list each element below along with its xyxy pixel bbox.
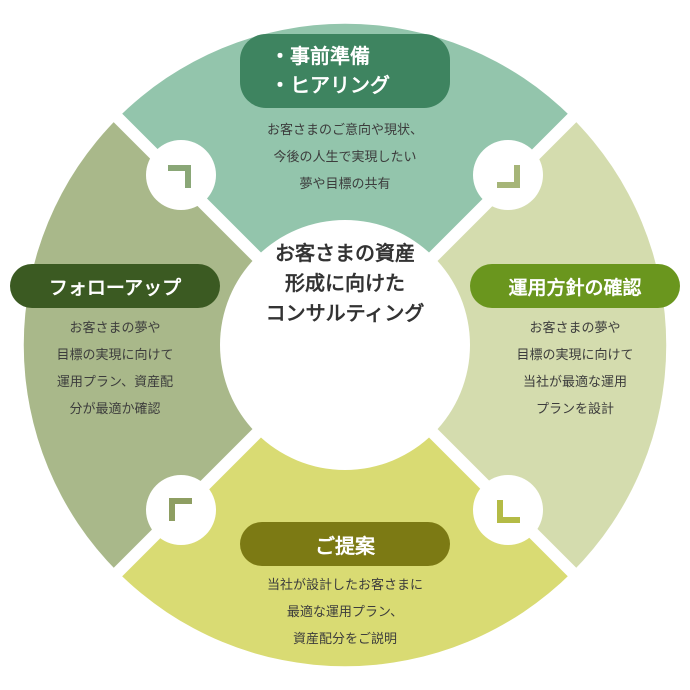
arrow-circle-bottom-right [473, 475, 543, 545]
step-title-line: ・ヒアリング [270, 73, 390, 97]
segment-bottom [117, 345, 573, 667]
corner-arrow-icon [168, 165, 191, 188]
step-desc-line: 夢や目標の共有 [299, 177, 391, 192]
step-desc-line: 分が最適か確認 [69, 402, 161, 417]
segment-right [345, 117, 667, 573]
center-title-line: お客さまの資産 [275, 241, 415, 265]
step-desc-left: お客さまの夢や 目標の実現に向けて 運用プラン、資産配 分が最適か確認 [20, 315, 210, 423]
step-desc-line: 当社が設計したお客さまに [266, 578, 423, 593]
center-title: お客さまの資産 形成に向けた コンサルティング [225, 238, 465, 328]
step-desc-line: 最適な運用プラン、 [286, 605, 404, 620]
corner-arrow-icon [169, 498, 192, 521]
arrow-circle-bottom-left [146, 475, 216, 545]
corner-arrow-icon [497, 500, 520, 523]
corner-arrow-icon [497, 165, 520, 188]
step-title-bottom: ご提案 [240, 522, 450, 566]
step-title-line: ご提案 [315, 533, 375, 558]
step-desc-line: 目標の実現に向けて [516, 348, 634, 363]
arrow-circle-top-left [146, 140, 216, 210]
step-title-line: ・事前準備 [270, 44, 370, 68]
step-desc-line: お客さまの夢や [529, 321, 621, 336]
center-title-line: コンサルティング [265, 301, 425, 325]
step-desc-line: 資産配分をご説明 [292, 632, 397, 647]
segment-top [117, 23, 573, 346]
step-desc-line: プランを設計 [535, 402, 614, 417]
step-title-line: フォローアップ [48, 276, 182, 299]
segment-left [23, 117, 346, 573]
step-desc-line: お客さまの夢や [69, 321, 161, 336]
center-title-line: 形成に向けた [285, 271, 405, 295]
step-desc-bottom: 当社が設計したお客さまに 最適な運用プラン、 資産配分をご説明 [215, 572, 475, 653]
step-title-right: 運用方針の確認 [470, 264, 680, 308]
step-desc-line: 運用プラン、資産配 [56, 375, 174, 390]
step-title-line: 運用方針の確認 [508, 276, 642, 299]
step-desc-line: お客さまのご意向や現状、 [266, 123, 423, 138]
step-desc-right: お客さまの夢や 目標の実現に向けて 当社が最適な運用 プランを設計 [480, 315, 670, 423]
step-desc-line: 目標の実現に向けて [56, 348, 174, 363]
step-desc-line: 当社が最適な運用 [522, 375, 627, 390]
step-title-top: ・事前準備 ・ヒアリング [240, 34, 450, 108]
arrow-circle-top-right [473, 140, 543, 210]
step-desc-top: お客さまのご意向や現状、 今後の人生で実現したい 夢や目標の共有 [225, 117, 465, 198]
step-title-left: フォローアップ [10, 264, 220, 308]
center-circle [220, 220, 470, 470]
step-desc-line: 今後の人生で実現したい [273, 150, 417, 165]
